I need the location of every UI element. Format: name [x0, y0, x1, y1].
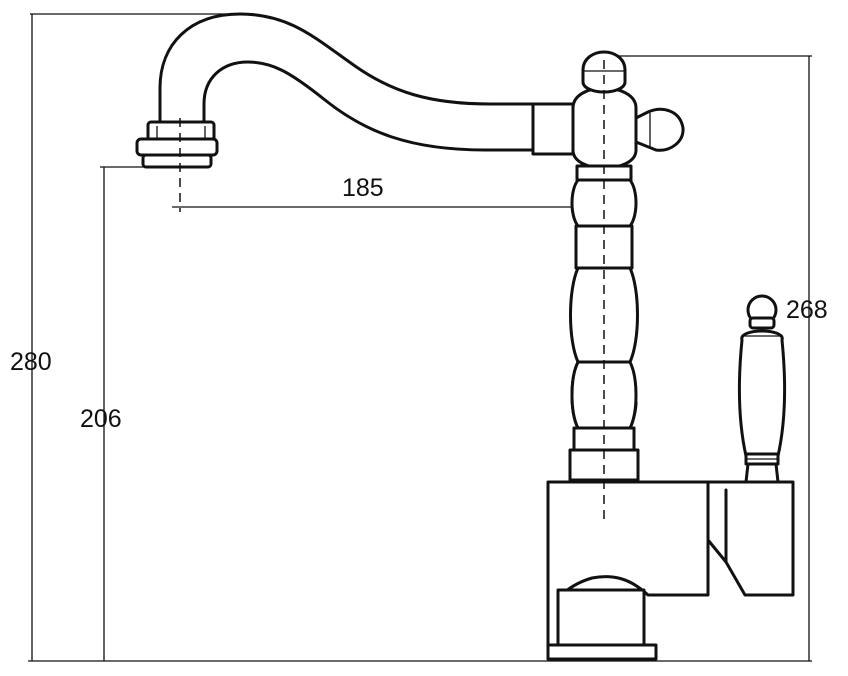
dimension-body-height — [612, 55, 812, 661]
label-spout-height: 206 — [80, 405, 122, 433]
spout — [135, 12, 535, 169]
label-body-height: 268 — [786, 296, 828, 324]
handle-lever — [737, 294, 787, 484]
dimension-overall-height — [30, 13, 240, 661]
label-spout-reach: 185 — [342, 174, 384, 202]
dimension-spout-height — [100, 166, 150, 661]
label-overall-height: 280 — [10, 348, 52, 376]
